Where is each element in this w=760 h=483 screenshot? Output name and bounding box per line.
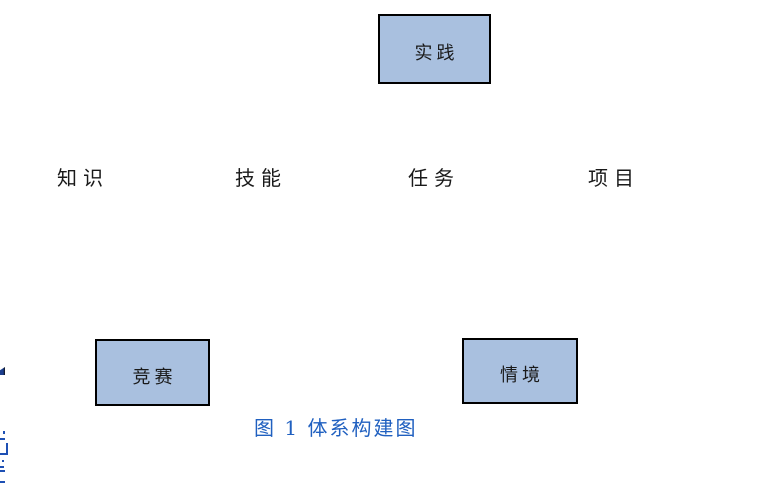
clipped-glyph-fragment (0, 470, 5, 483)
diagram-box-context: 情境 (462, 338, 578, 404)
box-label-practice: 实践 (414, 43, 459, 64)
diagram-box-practice: 实践 (378, 14, 491, 84)
clipped-glyph-fragment (0, 443, 8, 455)
box-label-competition: 竞赛 (132, 366, 177, 388)
row-label-project: 项目 (588, 166, 640, 190)
row-label-skill: 技能 (235, 166, 287, 190)
clipped-glyph-fragment (0, 367, 5, 375)
clipped-glyph-fragment (0, 431, 5, 440)
row-label-task: 任务 (408, 166, 460, 190)
figure-caption: 图 1 体系构建图 (254, 416, 418, 440)
box-label-context: 情境 (500, 365, 544, 386)
row-label-knowledge: 知识 (57, 166, 109, 190)
diagram-box-competition: 竞赛 (95, 339, 210, 406)
clipped-glyph-fragment (0, 460, 4, 468)
